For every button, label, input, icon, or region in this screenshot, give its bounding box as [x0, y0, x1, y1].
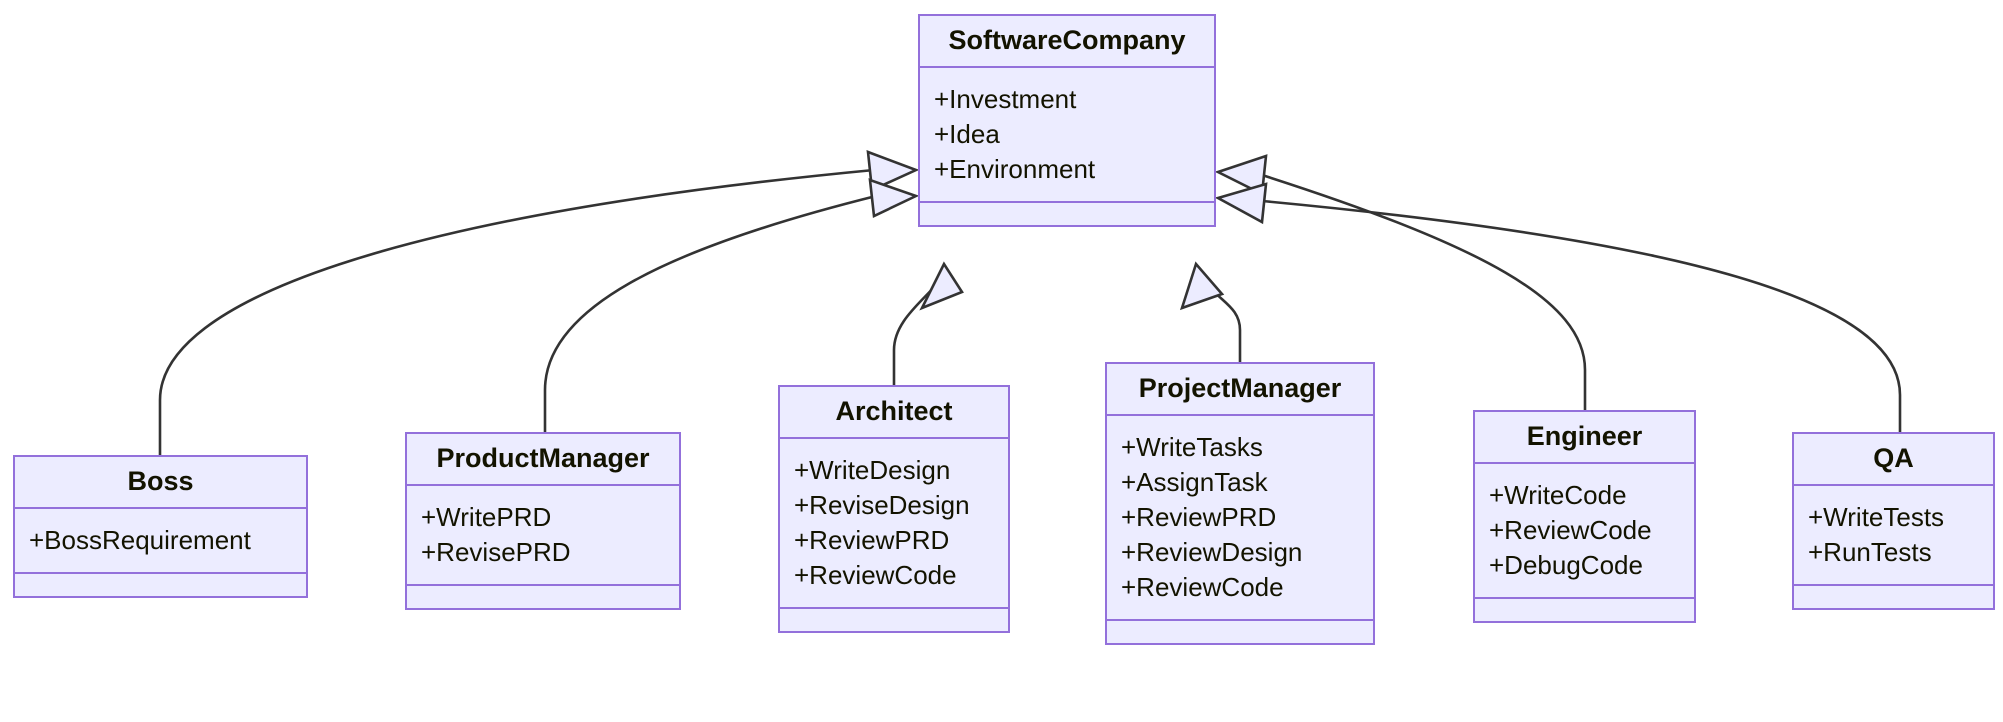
- uml-class-projectmanager[interactable]: ProjectManager +WriteTasks +AssignTask +…: [1105, 362, 1375, 645]
- class-methods: [920, 203, 1214, 225]
- class-attributes: +Investment +Idea +Environment: [920, 68, 1214, 203]
- attribute: +DebugCode: [1489, 550, 1643, 580]
- class-methods: [1475, 599, 1694, 621]
- attribute: +RunTests: [1808, 537, 1932, 567]
- uml-class-softwarecompany[interactable]: SoftwareCompany +Investment +Idea +Envir…: [918, 14, 1216, 227]
- uml-class-engineer[interactable]: Engineer +WriteCode +ReviewCode +DebugCo…: [1473, 410, 1696, 623]
- arrowhead-inheritance-projectmanager: [1179, 261, 1225, 311]
- edge-architect-softwarecompany: [892, 279, 942, 385]
- attribute: +Idea: [934, 119, 1000, 149]
- uml-class-productmanager[interactable]: ProductManager +WritePRD +RevisePRD: [405, 432, 681, 610]
- class-methods: [407, 586, 679, 608]
- attribute: +WriteCode: [1489, 480, 1627, 510]
- attribute: +ReviewPRD: [1121, 502, 1277, 532]
- class-title: Architect: [780, 387, 1008, 439]
- class-methods: [15, 574, 306, 596]
- class-title: Boss: [15, 457, 306, 509]
- attribute: +WritePRD: [421, 502, 552, 532]
- attribute: +Investment: [934, 84, 1077, 114]
- attribute: +AssignTask: [1121, 467, 1268, 497]
- attribute: +ReviewCode: [1489, 515, 1652, 545]
- attribute: +Environment: [934, 154, 1096, 184]
- attribute: +ReviewDesign: [1121, 537, 1303, 567]
- attribute: +BossRequirement: [29, 525, 251, 555]
- attribute: +WriteTasks: [1121, 432, 1263, 462]
- class-title: Engineer: [1475, 412, 1694, 464]
- arrowhead-inheritance-qa: [1214, 182, 1268, 225]
- class-attributes: +BossRequirement: [15, 509, 306, 574]
- attribute: +ReviewCode: [794, 560, 957, 590]
- arrowhead-inheritance-engineer: [1214, 154, 1268, 197]
- class-title: ProductManager: [407, 434, 679, 486]
- arrowhead-inheritance-productmanager: [868, 178, 920, 218]
- uml-class-architect[interactable]: Architect +WriteDesign +ReviseDesign +Re…: [778, 385, 1010, 633]
- attribute: +ReviseDesign: [794, 490, 970, 520]
- attribute: +ReviewCode: [1121, 572, 1284, 602]
- class-methods: [780, 609, 1008, 631]
- class-title: QA: [1794, 434, 1993, 486]
- class-methods: [1794, 586, 1993, 608]
- edge-boss-softwarecompany: [158, 168, 875, 455]
- attribute: +ReviewPRD: [794, 525, 950, 555]
- class-title: ProjectManager: [1107, 364, 1373, 416]
- class-attributes: +WritePRD +RevisePRD: [407, 486, 679, 586]
- class-attributes: +WriteTests +RunTests: [1794, 486, 1993, 586]
- arrowhead-inheritance-architect: [919, 261, 964, 311]
- arrowhead-inheritance-boss: [866, 150, 920, 192]
- uml-class-boss[interactable]: Boss +BossRequirement: [13, 455, 308, 598]
- uml-class-qa[interactable]: QA +WriteTests +RunTests: [1792, 432, 1995, 610]
- attribute: +RevisePRD: [421, 537, 571, 567]
- class-attributes: +WriteTasks +AssignTask +ReviewPRD +Revi…: [1107, 416, 1373, 621]
- class-attributes: +WriteCode +ReviewCode +DebugCode: [1475, 464, 1694, 599]
- attribute: +WriteTests: [1808, 502, 1945, 532]
- class-attributes: +WriteDesign +ReviseDesign +ReviewPRD +R…: [780, 439, 1008, 609]
- attribute: +WriteDesign: [794, 455, 951, 485]
- class-title: SoftwareCompany: [920, 16, 1214, 68]
- edge-projectmanager-softwarecompany: [1204, 279, 1242, 362]
- class-methods: [1107, 621, 1373, 643]
